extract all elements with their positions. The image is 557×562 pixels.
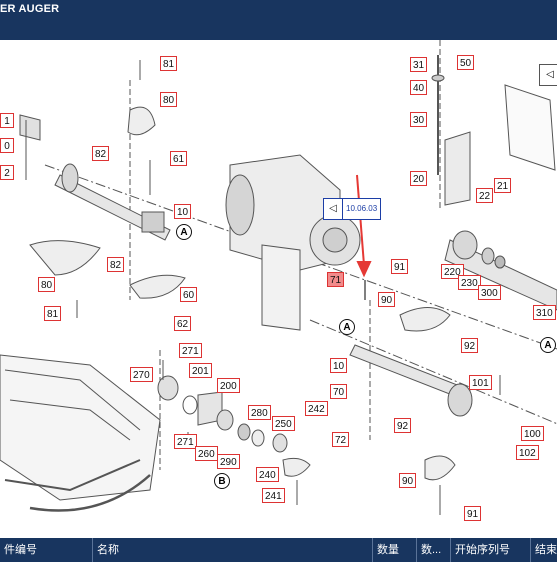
callout-2[interactable]: 2 [0,165,14,180]
callout-290[interactable]: 290 [217,454,240,469]
callout-60[interactable]: 60 [180,287,198,302]
callout-50[interactable]: 50 [457,55,475,70]
parts-diagram: 81 80 82 61 10 80 82 60 81 62 31 50 40 3… [0,40,557,538]
callout-81[interactable]: 81 [160,56,178,71]
callout-200[interactable]: 200 [217,378,240,393]
callout-10[interactable]: 10 [174,204,192,219]
callout-90b[interactable]: 90 [399,473,417,488]
section-marker-a: A [339,319,355,335]
callout-300[interactable]: 300 [478,285,501,300]
callout-71-highlighted[interactable]: 71 [327,272,345,287]
callout-90[interactable]: 90 [378,292,396,307]
callout-201[interactable]: 201 [189,363,212,378]
callout-61[interactable]: 61 [170,151,188,166]
callout-100[interactable]: 100 [521,426,544,441]
section-marker-b: B [214,473,230,489]
section-marker-a: A [540,337,556,353]
callout-70[interactable]: 70 [330,384,348,399]
column-header-start-serial[interactable]: 开始序列号 [450,538,530,562]
column-header-end[interactable]: 结束 [530,538,557,562]
callout-101[interactable]: 101 [469,375,492,390]
callout-240[interactable]: 240 [256,467,279,482]
callout-92b[interactable]: 92 [394,418,412,433]
callout-62[interactable]: 62 [174,316,192,331]
callout-40[interactable]: 40 [410,80,428,95]
callout-30[interactable]: 30 [410,112,428,127]
callout-310[interactable]: 310 [533,305,556,320]
callout-241[interactable]: 241 [262,488,285,503]
reference-link-tag[interactable]: ◁10.06.03 [323,198,382,220]
column-header-name[interactable]: 名称 [92,538,372,562]
exploded-view-drawing [0,40,557,515]
callout-22[interactable]: 22 [476,188,494,203]
callout-1[interactable]: 1 [0,113,14,128]
column-header-truncated[interactable]: 数... [416,538,450,562]
callout-91b[interactable]: 91 [464,506,482,521]
callout-242[interactable]: 242 [305,401,328,416]
callout-10b[interactable]: 10 [330,358,348,373]
reference-arrow-icon: ◁ [324,199,343,219]
title-bar: ER AUGER [0,0,557,40]
callout-91[interactable]: 91 [391,259,409,274]
callout-250[interactable]: 250 [272,416,295,431]
reference-number: 10.06.03 [346,204,378,213]
callout-80b[interactable]: 80 [38,277,56,292]
callout-271b[interactable]: 271 [174,434,197,449]
callout-271[interactable]: 271 [179,343,202,358]
callout-230[interactable]: 230 [458,275,481,290]
callout-81b[interactable]: 81 [44,306,62,321]
callout-260[interactable]: 260 [195,446,218,461]
callout-220[interactable]: 220 [441,264,464,279]
callout-102[interactable]: 102 [516,445,539,460]
callout-270[interactable]: 270 [130,367,153,382]
callout-82[interactable]: 82 [92,146,110,161]
callout-31[interactable]: 31 [410,57,428,72]
callout-72[interactable]: 72 [332,432,350,447]
column-header-part-number[interactable]: 件编号 [4,544,37,556]
callout-92[interactable]: 92 [461,338,479,353]
callout-0[interactable]: 0 [0,138,14,153]
callout-280[interactable]: 280 [248,405,271,420]
callout-21[interactable]: 21 [494,178,512,193]
page-title: ER AUGER [0,3,60,15]
section-marker-a: A [176,224,192,240]
callout-80[interactable]: 80 [160,92,178,107]
reference-arrow-icon[interactable]: ◁ [539,64,557,86]
parts-table-header: 件编号 名称 数量 数... 开始序列号 结束 [0,538,557,562]
callout-82b[interactable]: 82 [107,257,125,272]
column-header-quantity[interactable]: 数量 [372,538,416,562]
callout-20[interactable]: 20 [410,171,428,186]
